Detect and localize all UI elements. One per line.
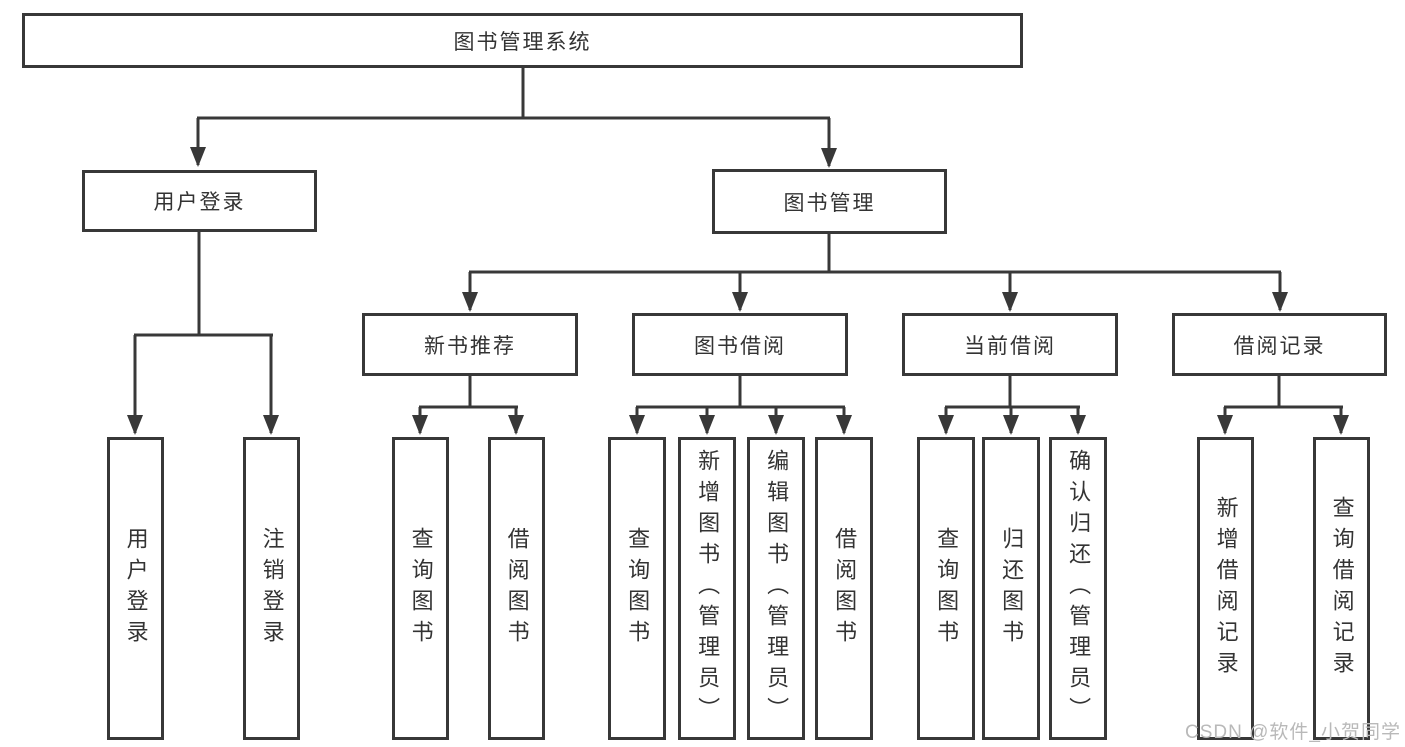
leaf-user-login: 用户登录 (107, 437, 164, 740)
leaf-br-query-record: 查询借阅记录 (1313, 437, 1370, 740)
node-root: 图书管理系统 (22, 13, 1023, 68)
leaf-nbr-borrow-books: 借阅图书 (488, 437, 545, 740)
leaf-cb-query-books: 查询图书 (917, 437, 975, 740)
leaf-br-add-record: 新增借阅记录 (1197, 437, 1254, 740)
node-book-management: 图书管理 (712, 169, 947, 234)
leaf-cb-return-books: 归还图书 (982, 437, 1040, 740)
connector-paths (127, 68, 1349, 435)
node-new-book-recommend: 新书推荐 (362, 313, 578, 376)
leaf-bb-query-books: 查询图书 (608, 437, 666, 740)
csdn-watermark: CSDN @软件_小贺同学 (1185, 722, 1401, 743)
leaf-nbr-query-books: 查询图书 (392, 437, 449, 740)
node-current-borrow: 当前借阅 (902, 313, 1118, 376)
leaf-bb-borrow-books: 借阅图书 (815, 437, 873, 740)
node-user-login: 用户登录 (82, 170, 317, 232)
leaf-bb-add-books: 新增图书（管理员） (678, 437, 736, 740)
node-borrow-records: 借阅记录 (1172, 313, 1387, 376)
leaf-bb-edit-books: 编辑图书（管理员） (747, 437, 805, 740)
leaf-logout: 注销登录 (243, 437, 300, 740)
node-book-borrow: 图书借阅 (632, 313, 848, 376)
leaf-cb-confirm-return: 确认归还（管理员） (1049, 437, 1107, 740)
